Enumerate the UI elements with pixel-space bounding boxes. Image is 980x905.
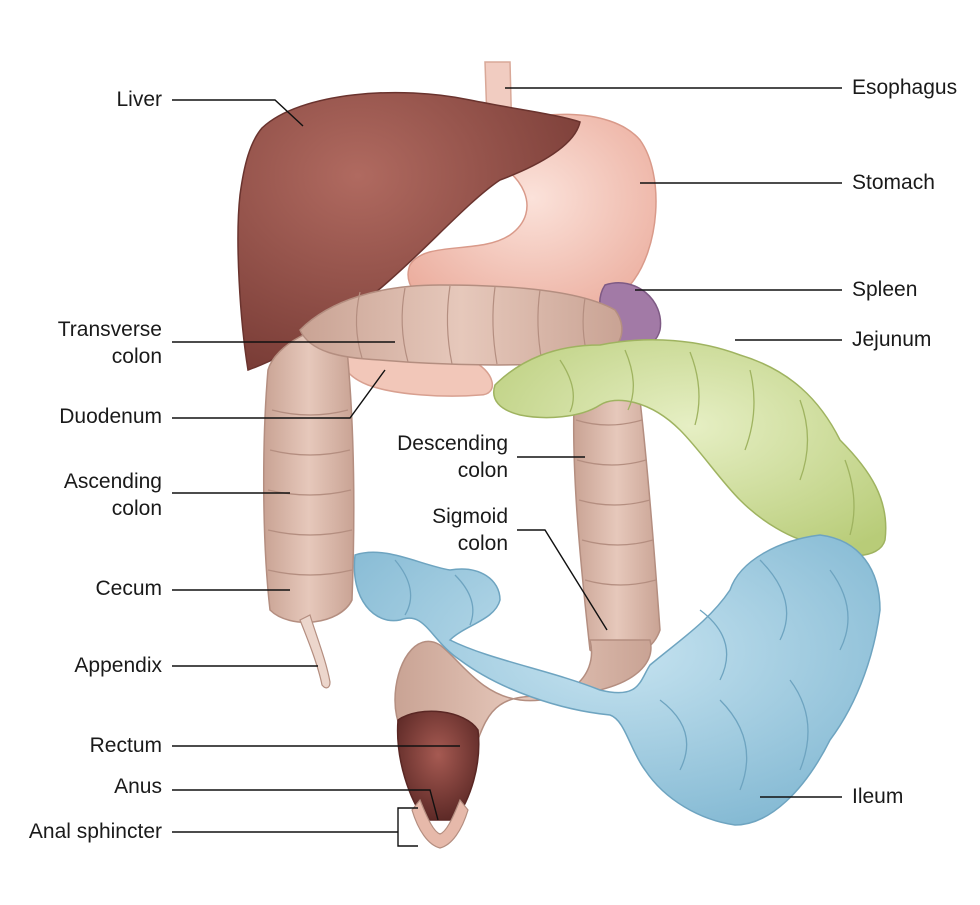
appendix-shape <box>299 614 331 689</box>
label-jejunum: Jejunum <box>852 328 932 351</box>
jejunum-shape <box>493 339 887 557</box>
label-appendix: Appendix <box>74 654 162 677</box>
label-ascending-colon-line2: colon <box>111 497 162 520</box>
label-liver: Liver <box>116 88 162 111</box>
label-ascending-colon-line1: Ascending <box>63 470 162 493</box>
label-cecum: Cecum <box>95 577 162 600</box>
anal-sphincter-shape <box>411 798 469 849</box>
label-transverse-colon-line2: colon <box>111 345 162 368</box>
label-stomach: Stomach <box>852 171 935 194</box>
label-ileum: Ileum <box>852 785 904 808</box>
leader-anus <box>172 789 439 821</box>
label-duodenum: Duodenum <box>59 405 162 428</box>
ileum-folds <box>394 559 849 791</box>
leader-anal-sphincter-bracket <box>397 807 418 847</box>
label-rectum: Rectum <box>89 734 162 757</box>
leader-duodenum <box>172 369 386 419</box>
ascending-colon-shape <box>262 327 355 623</box>
label-transverse-colon-line1: Transverse <box>57 318 162 341</box>
label-sigmoid-colon-line2: colon <box>457 532 508 555</box>
label-esophagus: Esophagus <box>852 76 958 99</box>
label-sigmoid-colon: Sigmoid colon <box>432 503 508 557</box>
label-descending-colon-line2: colon <box>457 459 508 482</box>
label-anus: Anus <box>114 775 162 798</box>
label-anal-sphincter: Anal sphincter <box>28 820 162 843</box>
label-descending-colon: Descending colon <box>397 430 508 484</box>
transverse-colon-haustra <box>355 285 589 365</box>
label-spleen: Spleen <box>852 278 918 301</box>
leader-sigmoid-colon <box>517 529 608 631</box>
leader-lines <box>172 87 842 847</box>
jejunum-folds <box>559 349 855 536</box>
leader-liver <box>172 99 304 127</box>
label-ascending-colon: Ascending colon <box>64 468 162 522</box>
ileum-shape <box>353 534 881 826</box>
liver-shape <box>237 91 581 372</box>
ascending-colon-haustra <box>267 409 353 576</box>
transverse-colon-shape <box>299 284 623 366</box>
label-sigmoid-colon-line1: Sigmoid <box>432 505 508 528</box>
descending-colon-shape <box>572 377 661 659</box>
descending-colon-haustra <box>575 419 657 586</box>
label-descending-colon-line1: Descending <box>397 432 508 455</box>
rectum-shape <box>396 710 480 821</box>
label-transverse-colon: Transverse colon <box>58 316 162 370</box>
